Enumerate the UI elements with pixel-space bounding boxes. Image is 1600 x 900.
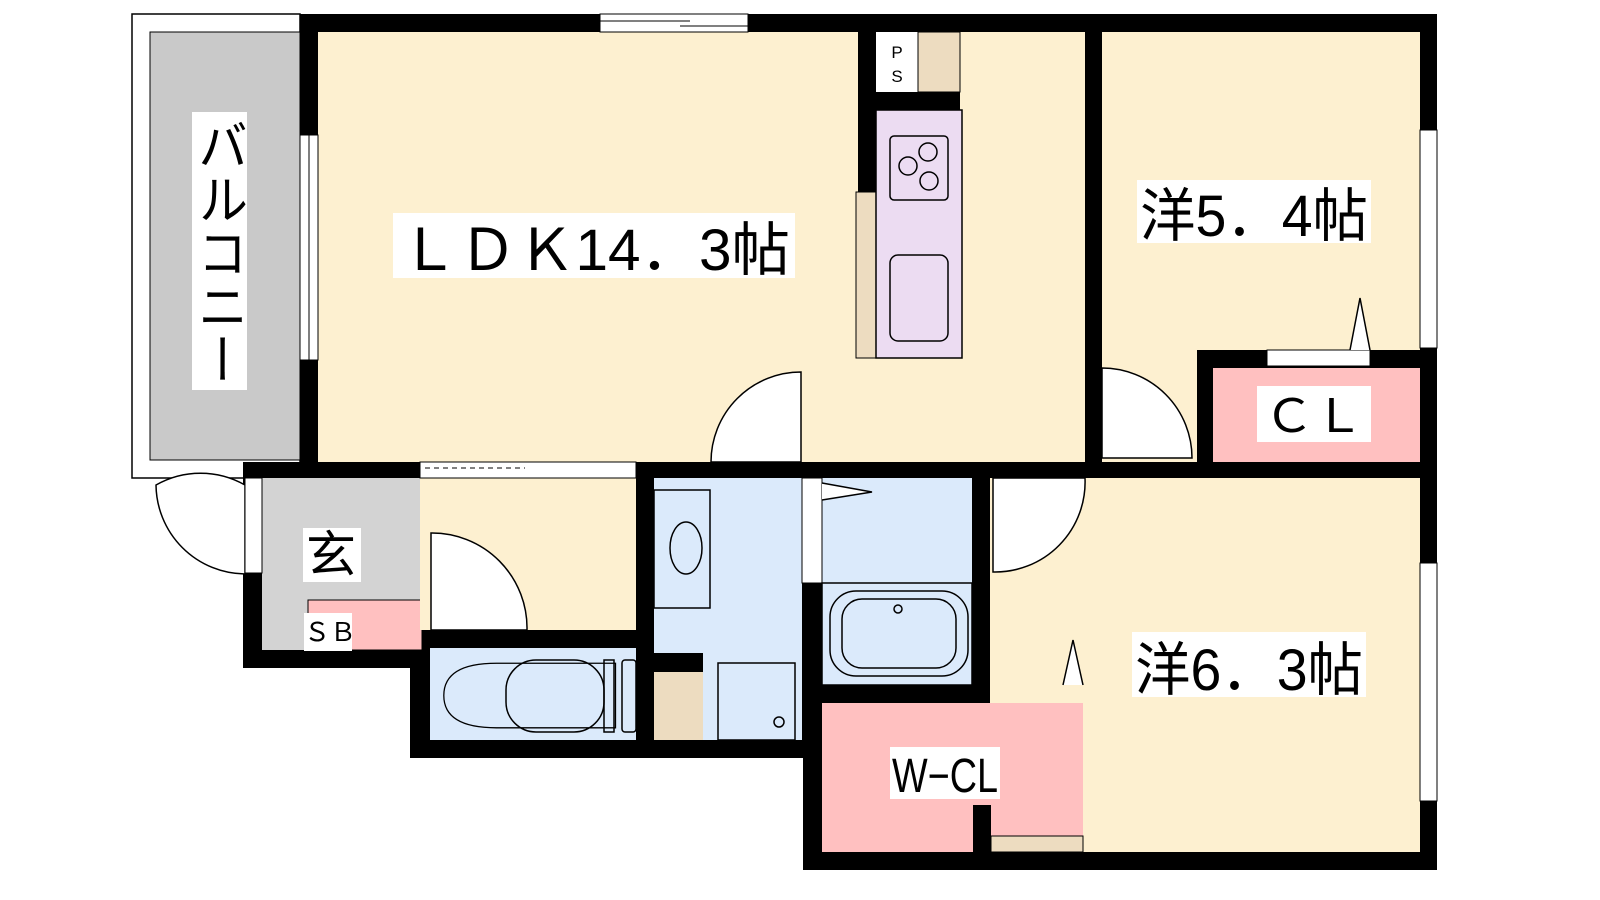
room-b-label-bg [1132, 632, 1366, 697]
wcl-label-bg [890, 747, 1000, 799]
stove-icon [889, 135, 949, 201]
toilet-room [430, 648, 636, 740]
sb-label-bg [304, 613, 352, 651]
fixtures [443, 489, 973, 741]
wcl-shelf [990, 835, 1084, 853]
window-room-a [1419, 129, 1438, 349]
ldk-label-bg [393, 213, 795, 278]
kitchen-counter [875, 109, 963, 359]
western-room-a-label: 洋5．4帖 [1140, 184, 1368, 249]
window-top [599, 13, 749, 33]
balcony-label: バルコニー [191, 118, 247, 386]
bathroom [822, 478, 972, 685]
pipe-space-label-s: S [891, 67, 902, 86]
closet-label-bg [1257, 386, 1371, 442]
entrance-door-frame [244, 477, 263, 574]
pipe-space-label-p: P [891, 43, 902, 62]
entrance-label: 玄 [306, 527, 356, 583]
closet-label: ＣＬ [1264, 390, 1364, 442]
ps-wall [876, 92, 960, 110]
washroom [654, 478, 802, 653]
pipe-space [876, 32, 918, 92]
shoe-box-label: ＳＢ [304, 617, 356, 647]
sliding-door-hall[interactable] [419, 461, 637, 479]
counter-side [855, 191, 877, 359]
walk-in-closet-label: W−CL [892, 750, 998, 803]
western-room-b-label: 洋6．3帖 [1135, 638, 1363, 703]
window-room-b [1419, 562, 1438, 802]
wcl-wall [973, 805, 991, 855]
room-a-label-bg [1137, 180, 1371, 243]
entrance-label-bg [303, 528, 361, 582]
door-swings [155, 297, 1371, 686]
sink-icon [889, 254, 949, 342]
balcony-label-bg [192, 112, 247, 390]
bath-door-frame [801, 477, 823, 584]
kitchen-shelf [917, 31, 961, 93]
closet-door[interactable] [1266, 349, 1371, 367]
ldk-label: ＬＤＫ14．3帖 [400, 218, 790, 283]
kitchen-wall [858, 32, 876, 192]
washroom-lower [703, 653, 802, 740]
room-b-edge [990, 685, 1083, 703]
storage-shelf [654, 672, 703, 740]
